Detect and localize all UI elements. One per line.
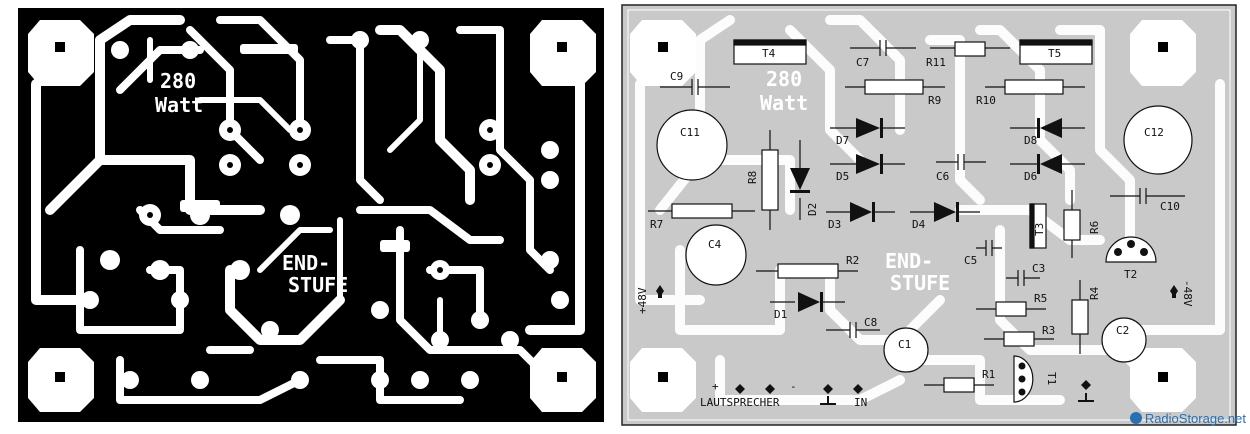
label-d3: D3 [828, 218, 841, 231]
label-r4: R4 [1088, 286, 1101, 300]
component-leads [648, 40, 1185, 386]
label-r6: R6 [1088, 221, 1101, 234]
c12-outline [1123, 105, 1193, 175]
copper-board-background [18, 8, 604, 422]
label-d8: D8 [1024, 134, 1037, 147]
c4-outline [685, 224, 747, 286]
label-c1: C1 [898, 338, 911, 351]
r6-outline [1063, 209, 1081, 241]
placement-end-label: END- [885, 249, 933, 273]
copper-layout-board: 280 Watt END- STUFE [18, 8, 604, 422]
copper-280-label: 280 [160, 69, 196, 93]
r7-outline [671, 203, 733, 219]
c1-outline [883, 327, 929, 373]
watermark: RadioStorage.net [1129, 411, 1246, 426]
label-t4: T4 [762, 47, 776, 60]
label-r7: R7 [650, 218, 663, 231]
label-c11: C11 [680, 126, 700, 139]
r5-outline [995, 301, 1027, 317]
label-c3: C3 [1032, 262, 1045, 275]
r1-outline [943, 377, 975, 393]
label-plus48v: +48V [636, 287, 649, 314]
label-r8: R8 [746, 171, 759, 184]
label-d1: D1 [774, 308, 787, 321]
label-d5: D5 [836, 170, 849, 183]
label-c8: C8 [864, 316, 877, 329]
label-d7: D7 [836, 134, 849, 147]
label-c6: C6 [936, 170, 949, 183]
r3-outline [1003, 331, 1035, 347]
watermark-logo-icon [1129, 412, 1142, 424]
diode-symbols [790, 118, 1062, 312]
copper-watt-label: Watt [155, 93, 203, 117]
label-t3: T3 [1033, 223, 1046, 236]
label-d6: D6 [1024, 170, 1037, 183]
component-labels: T4 T5 C7 R11 C9 R9 R10 C11 C12 D7 D8 D5 … [636, 47, 1194, 409]
label-r3: R3 [1042, 324, 1055, 337]
label-r9: R9 [928, 94, 941, 107]
r9-outline [864, 79, 924, 95]
label-lautsprecher: LAUTSPRECHER [700, 396, 780, 409]
c11-outline [656, 109, 728, 181]
label-c12: C12 [1144, 126, 1164, 139]
r2-outline [777, 263, 839, 279]
r10-outline [1004, 79, 1064, 95]
label-c2: C2 [1116, 324, 1129, 337]
component-placement-board: 280 Watt END- STUFE [621, 4, 1237, 426]
label-t5: T5 [1048, 47, 1061, 60]
label-r10: R10 [976, 94, 996, 107]
copper-end-label: END- [282, 251, 330, 275]
label-d4: D4 [912, 218, 926, 231]
label-t2: T2 [1124, 268, 1137, 281]
r8-outline [761, 149, 779, 211]
label-c10: C10 [1160, 200, 1180, 213]
label-r2: R2 [846, 254, 859, 267]
label-r1: R1 [982, 368, 995, 381]
label-c7: C7 [856, 56, 869, 69]
label-t1: T1 [1045, 372, 1058, 385]
label-c5: C5 [964, 254, 977, 267]
label-lautsprecher-plus: + [712, 380, 719, 393]
placement-watt-label: Watt [760, 91, 808, 115]
label-r11: R11 [926, 56, 946, 69]
label-r5: R5 [1034, 292, 1047, 305]
label-c4: C4 [708, 238, 722, 251]
r11-outline [954, 41, 986, 57]
copper-traces [31, 15, 585, 404]
terminal-markers [656, 285, 1178, 405]
placement-stufe-label: STUFE [890, 271, 950, 295]
label-c9: C9 [670, 70, 683, 83]
label-in: IN [854, 396, 867, 409]
label-minus48v: -48V [1181, 280, 1194, 307]
c2-outline [1101, 317, 1147, 363]
label-lautsprecher-minus: - [790, 380, 797, 393]
watermark-text: RadioStorage.net [1144, 411, 1246, 426]
placement-280-label: 280 [766, 67, 802, 91]
r4-outline [1071, 299, 1089, 335]
transistor-pins [1018, 240, 1148, 396]
label-d2: D2 [806, 203, 819, 216]
copper-stufe-label: STUFE [288, 273, 348, 297]
